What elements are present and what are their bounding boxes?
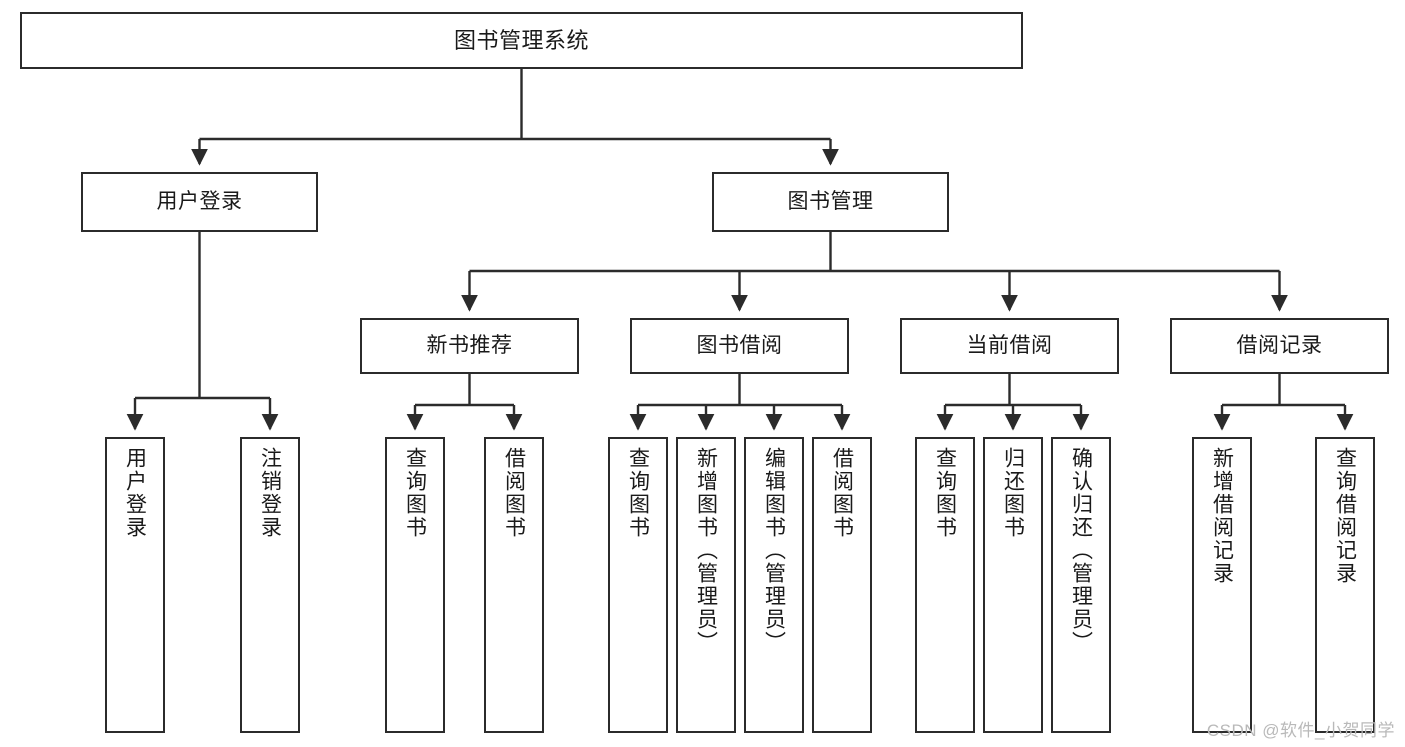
node-leaf-add-record-label: 新增借阅记录 — [1210, 447, 1234, 585]
node-leaf-confirm-return-label: 确认归还（管理员） — [1069, 447, 1093, 654]
node-leaf-user-login-label: 用户登录 — [123, 447, 147, 539]
node-book-manage-label: 图书管理 — [787, 189, 874, 213]
node-leaf-borrow-book[interactable]: 借阅图书 — [812, 437, 872, 733]
node-new-book-rec[interactable]: 新书推荐 — [360, 318, 579, 374]
node-leaf-query-book-cur[interactable]: 查询图书 — [915, 437, 975, 733]
node-leaf-add-book-label: 新增图书（管理员） — [694, 447, 718, 654]
node-leaf-confirm-return[interactable]: 确认归还（管理员） — [1051, 437, 1111, 733]
node-leaf-query-book-borrow[interactable]: 查询图书 — [608, 437, 668, 733]
node-borrow-record[interactable]: 借阅记录 — [1170, 318, 1389, 374]
node-book-borrow[interactable]: 图书借阅 — [630, 318, 849, 374]
node-leaf-borrow-book-rec-label: 借阅图书 — [502, 447, 526, 539]
node-leaf-query-record[interactable]: 查询借阅记录 — [1315, 437, 1375, 733]
node-leaf-edit-book[interactable]: 编辑图书（管理员） — [744, 437, 804, 733]
watermark-text: CSDN @软件_小贺同学 — [1206, 721, 1395, 740]
node-leaf-user-logout[interactable]: 注销登录 — [240, 437, 300, 733]
node-leaf-edit-book-label: 编辑图书（管理员） — [762, 447, 786, 654]
node-leaf-borrow-book-rec[interactable]: 借阅图书 — [484, 437, 544, 733]
node-book-borrow-label: 图书借阅 — [696, 333, 783, 357]
node-leaf-return-book[interactable]: 归还图书 — [983, 437, 1043, 733]
node-current-borrow-label: 当前借阅 — [966, 333, 1053, 357]
node-borrow-record-label: 借阅记录 — [1236, 333, 1323, 357]
node-leaf-query-book-rec[interactable]: 查询图书 — [385, 437, 445, 733]
node-leaf-query-book-cur-label: 查询图书 — [933, 447, 957, 539]
node-book-manage[interactable]: 图书管理 — [712, 172, 949, 232]
node-current-borrow[interactable]: 当前借阅 — [900, 318, 1119, 374]
node-root-label: 图书管理系统 — [453, 27, 589, 53]
node-leaf-user-logout-label: 注销登录 — [258, 447, 282, 539]
node-root[interactable]: 图书管理系统 — [20, 12, 1023, 69]
node-user-login[interactable]: 用户登录 — [81, 172, 318, 232]
node-leaf-query-book-rec-label: 查询图书 — [403, 447, 427, 539]
node-user-login-label: 用户登录 — [156, 189, 243, 213]
node-leaf-add-book[interactable]: 新增图书（管理员） — [676, 437, 736, 733]
node-leaf-query-book-borrow-label: 查询图书 — [626, 447, 650, 539]
node-leaf-user-login[interactable]: 用户登录 — [105, 437, 165, 733]
node-leaf-add-record[interactable]: 新增借阅记录 — [1192, 437, 1252, 733]
node-leaf-query-record-label: 查询借阅记录 — [1333, 447, 1357, 585]
node-new-book-rec-label: 新书推荐 — [426, 333, 513, 357]
node-leaf-return-book-label: 归还图书 — [1001, 447, 1025, 539]
node-leaf-borrow-book-label: 借阅图书 — [830, 447, 854, 539]
